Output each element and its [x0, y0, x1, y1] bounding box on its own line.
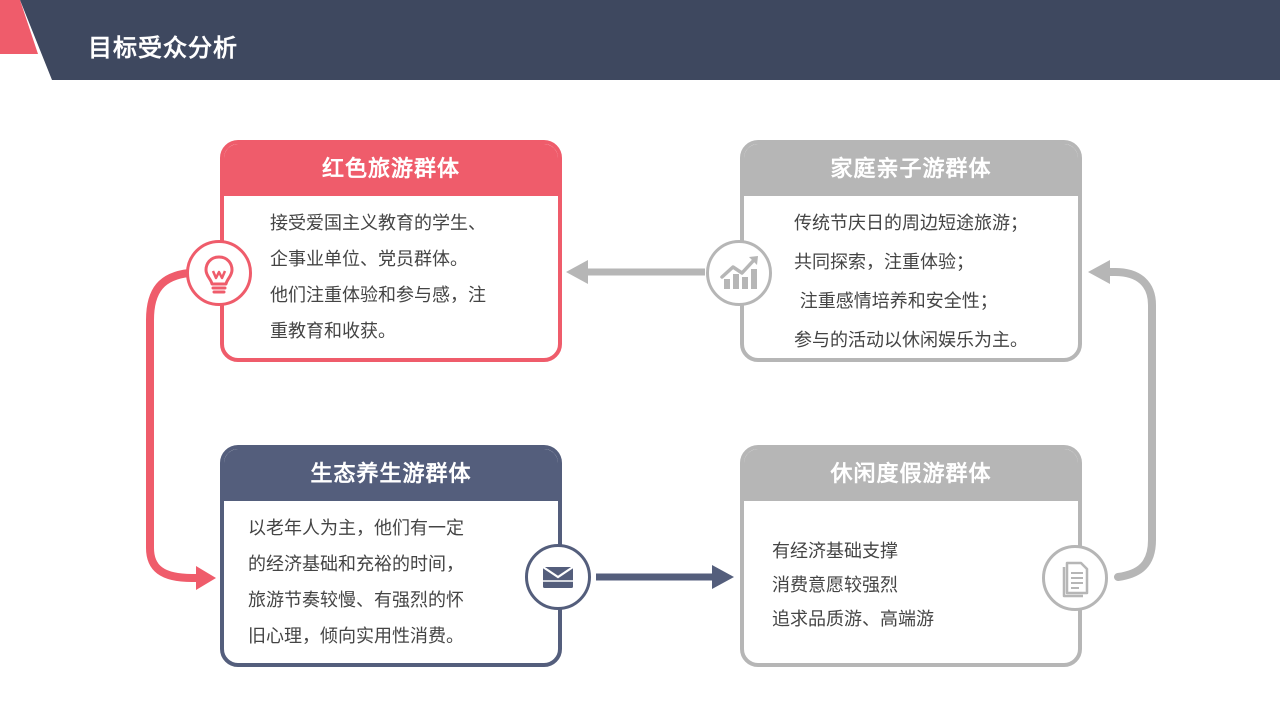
card-text-line: 消费意愿较强烈 [772, 575, 898, 596]
card-text-line: 旧心理，倾向实用性消费。 [248, 626, 464, 647]
arrow-red-to-navy [146, 269, 202, 582]
card-family: 家庭亲子游群体 传统节庆日的周边短途旅游； 共同探索，注重体验； 注重感情培养和… [740, 140, 1082, 362]
card-body: 有经济基础支撑 消费意愿较强烈 追求品质游、高端游 [744, 501, 1078, 637]
card-red-tourism: 红色旅游群体 接受爱国主义教育的学生、 企事业单位、党员群体。 他们注重体验和参… [220, 140, 562, 362]
card-body: 接受爱国主义教育的学生、 企事业单位、党员群体。 他们注重体验和参与感，注 重教… [224, 196, 558, 350]
arrowhead-red [196, 566, 216, 590]
arrowhead-gray-left [566, 260, 588, 284]
card-text-line: 有经济基础支撑 [772, 541, 898, 562]
card-text-line: 重教育和收获。 [270, 321, 396, 342]
card-leisure: 休闲度假游群体 有经济基础支撑 消费意愿较强烈 追求品质游、高端游 [740, 445, 1082, 667]
header-background [0, 0, 1280, 80]
arrowhead-navy [712, 565, 734, 589]
card-text-line: 接受爱国主义教育的学生、 [270, 213, 486, 234]
card-text-line: 以老年人为主，他们有一定 [248, 518, 464, 539]
card-title: 家庭亲子游群体 [744, 144, 1078, 196]
card-title: 生态养生游群体 [224, 449, 558, 501]
card-title: 休闲度假游群体 [744, 449, 1078, 501]
card-text-line: 共同探索，注重体验； [794, 252, 974, 273]
card-text-line: 旅游节奏较慢、有强烈的怀 [248, 590, 464, 611]
card-body: 以老年人为主，他们有一定 的经济基础和充裕的时间， 旅游节奏较慢、有强烈的怀 旧… [224, 501, 558, 655]
card-text-line: 的经济基础和充裕的时间， [248, 554, 464, 575]
card-title: 红色旅游群体 [224, 144, 558, 196]
card-text-line: 传统节庆日的周边短途旅游； [794, 213, 1028, 234]
card-text-line: 他们注重体验和参与感，注 [270, 285, 486, 306]
card-text-line: 注重感情培养和安全性； [794, 291, 998, 312]
page-title: 目标受众分析 [88, 34, 238, 62]
arrow-leisure-to-family [1104, 268, 1156, 581]
lightbulb-icon [186, 240, 252, 306]
envelope-icon [525, 544, 591, 610]
card-text-line: 企事业单位、党员群体。 [270, 249, 468, 270]
card-eco-health: 生态养生游群体 以老年人为主，他们有一定 的经济基础和充裕的时间， 旅游节奏较慢… [220, 445, 562, 667]
card-text-line: 追求品质游、高端游 [772, 609, 934, 630]
header-band: 目标受众分析 [0, 0, 1280, 80]
card-body: 传统节庆日的周边短途旅游； 共同探索，注重体验； 注重感情培养和安全性； 参与的… [744, 196, 1078, 358]
card-text-line: 参与的活动以休闲娱乐为主。 [794, 330, 1028, 351]
chart-trend-icon [706, 240, 772, 306]
arrowhead-gray-right [1088, 260, 1110, 284]
document-icon [1042, 545, 1108, 611]
